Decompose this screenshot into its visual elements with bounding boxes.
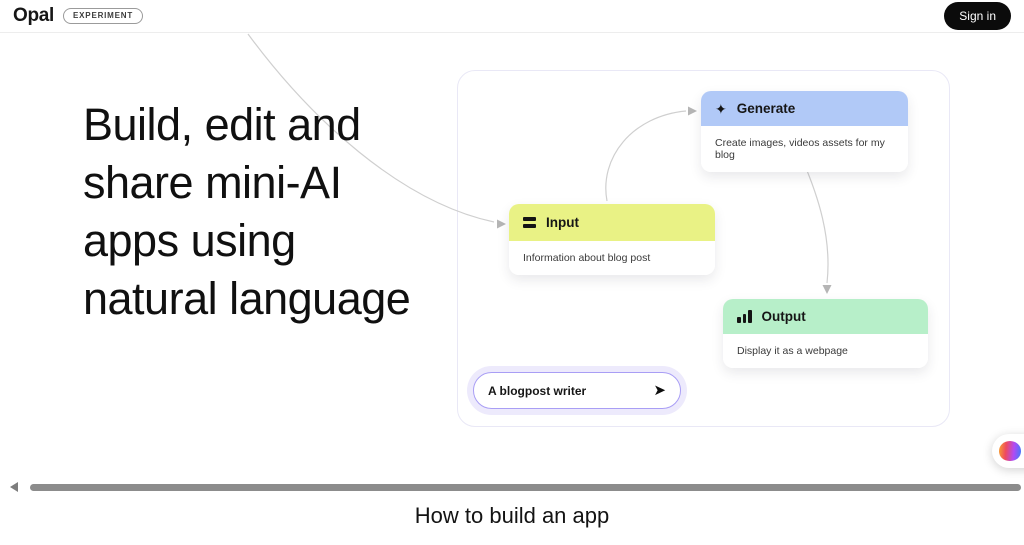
- bar-chart-icon: [737, 310, 752, 323]
- node-generate-title: Generate: [736, 101, 796, 116]
- prompt-value: A blogpost writer: [488, 383, 587, 398]
- node-input-header: Input: [509, 204, 715, 241]
- node-output-description: Display it as a webpage: [723, 334, 928, 368]
- hero-headline: Build, edit and share mini-AI apps using…: [83, 99, 411, 324]
- prompt-input[interactable]: A blogpost writer ➤: [473, 372, 681, 409]
- horizontal-scrollbar[interactable]: [30, 484, 1021, 491]
- brain-gradient-icon: [999, 441, 1021, 461]
- send-arrow-icon[interactable]: ➤: [653, 382, 666, 399]
- sparkle-icon: ✦: [715, 100, 727, 117]
- experiment-badge: EXPERIMENT: [63, 8, 144, 24]
- section-title: How to build an app: [414, 503, 610, 528]
- node-output[interactable]: Output Display it as a webpage: [723, 299, 928, 368]
- node-output-header: Output: [723, 299, 928, 334]
- top-bar: Opal EXPERIMENT Sign in: [0, 0, 1024, 33]
- scroll-left-arrow-icon[interactable]: [10, 482, 18, 492]
- node-input-title: Input: [546, 215, 579, 230]
- feedback-widget[interactable]: [992, 434, 1024, 468]
- input-lines-icon: [523, 214, 536, 231]
- node-generate-header: ✦ Generate: [701, 91, 908, 126]
- node-generate-description: Create images, videos assets for my blog: [701, 126, 908, 172]
- node-input-description: Information about blog post: [509, 241, 715, 275]
- diagram-card: ✦ Generate Create images, videos assets …: [457, 70, 950, 427]
- opal-logo[interactable]: Opal: [13, 5, 55, 26]
- node-generate[interactable]: ✦ Generate Create images, videos assets …: [701, 91, 908, 172]
- node-output-title: Output: [761, 309, 806, 324]
- sign-in-button[interactable]: Sign in: [944, 2, 1011, 30]
- node-input[interactable]: Input Information about blog post: [509, 204, 715, 275]
